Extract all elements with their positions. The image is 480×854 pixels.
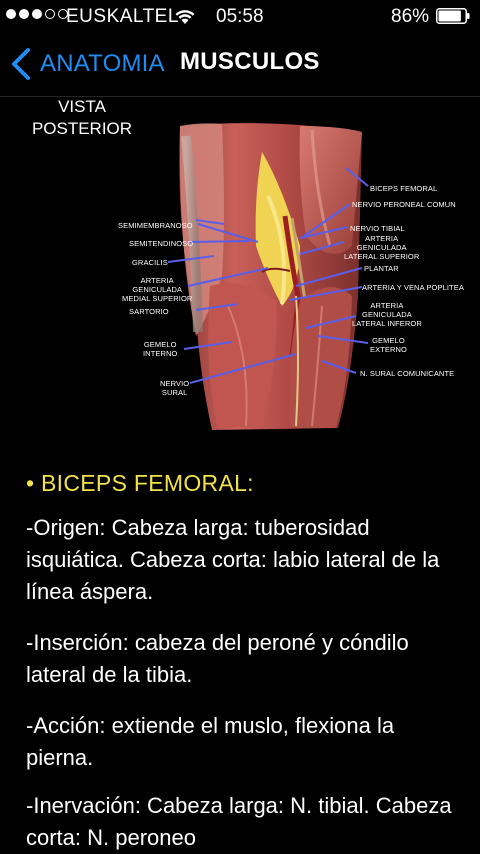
caption-line: VISTA [58,97,106,116]
label-line: ARTERIA [370,301,404,310]
label-n-sural-comunicante: N. SURAL COMUNICANTE [360,369,455,378]
signal-dot [19,9,29,19]
paragraph-inervacion: -Inervación: Cabeza larga: N. tibial. Ca… [26,793,452,850]
battery-icon [436,8,470,24]
signal-strength-icon [6,9,68,19]
label-plantar: PLANTAR [364,264,399,273]
label-gemelo-interno: GEMELO INTERNO [143,340,177,358]
label-line: GEMELO [143,340,177,349]
paragraph-insercion: -Inserción: cabeza del peroné y cóndilo … [26,630,409,687]
signal-dot [6,9,16,19]
caption-line: POSTERIOR [31,119,133,138]
label-line: ARTERIA [365,234,399,243]
label-arteria-geniculada-medial-superior: ARTERIA GENICULADA MEDIAL SUPERIOR [122,276,192,303]
anatomy-illustration: VISTA POSTERIOR [0,96,480,448]
label-gracilis: GRACILIS [132,258,168,267]
chevron-left-icon [12,48,30,80]
navigation-bar: ANATOMIA MUSCULOS [0,32,480,97]
label-line: LATERAL SUPERIOR [344,252,420,261]
battery-fill [438,10,461,22]
label-line: LATERAL INFEROR [352,319,422,328]
label-line: GENICULADA [362,310,412,319]
wifi-icon [175,10,195,24]
label-line: GENICULADA [356,243,407,252]
battery-percent: 86% [391,6,430,27]
label-arteria-vena-poplitea: ARTERIA Y VENA POPLITEA [362,283,464,292]
status-bar: EUSKALTEL 05:58 86% [0,0,480,32]
label-biceps-femoral: BICEPS FEMORAL [370,184,438,193]
label-semitendinoso: SEMITENDINOSO [129,239,194,248]
label-semimembranoso: SEMIMEMBRANOSO [118,221,193,230]
label-sartorio: SARTORIO [129,307,169,316]
carrier-name: EUSKALTEL [66,6,179,27]
page-title: MUSCULOS [180,48,320,75]
label-line: GEMELO [372,336,405,345]
paragraph-origen: -Origen: Cabeza larga: tuberosidad isqui… [26,515,440,604]
paragraph-accion: -Acción: extiende el muslo, flexiona la … [26,713,395,770]
label-arteria-geniculada-lateral-inferior: ARTERIA GENICULADA LATERAL INFEROR [352,301,422,328]
label-line: ARTERIA [140,276,174,285]
label-nervio-sural: NERVIO SURAL [160,379,189,397]
signal-dot [32,9,42,19]
label-line: GENICULADA [132,285,183,294]
status-time: 05:58 [216,6,264,27]
label-line: INTERNO [143,349,178,358]
knee-muscle-drawing [167,123,369,430]
back-button[interactable]: ANATOMIA [10,46,165,82]
label-line: MEDIAL SUPERIOR [122,294,193,303]
figure-caption: VISTA POSTERIOR [22,96,142,140]
label-arteria-geniculada-lateral-superior: ARTERIA GENICULADA LATERAL SUPERIOR [344,234,419,261]
label-nervio-peroneal-comun: NERVIO PERONEAL COMUN [352,200,456,209]
signal-dot [45,9,55,19]
label-line: EXTERNO [370,345,407,354]
signal-dot [58,9,68,19]
label-line: SURAL [161,388,188,397]
label-gemelo-externo: GEMELO EXTERNO [370,336,407,354]
back-button-label: ANATOMIA [40,50,165,77]
section-heading: • BICEPS FEMORAL: [26,470,254,496]
label-line: NERVIO [160,379,190,388]
label-nervio-tibial: NERVIO TIBIAL [350,224,405,233]
